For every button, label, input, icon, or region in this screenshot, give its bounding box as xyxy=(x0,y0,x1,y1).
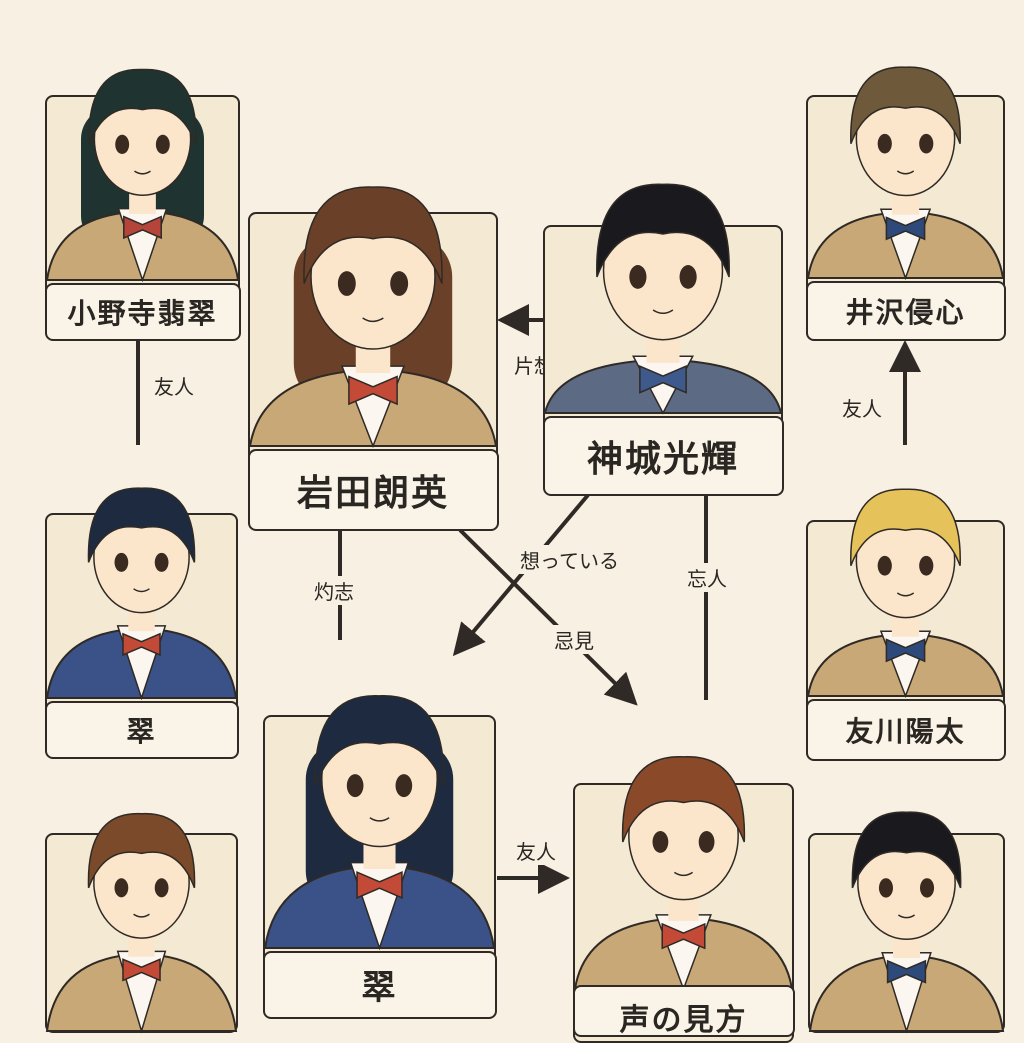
character-name: 翠 xyxy=(262,950,497,1019)
relation-label: 忘人 xyxy=(685,563,729,592)
mouth xyxy=(362,317,384,323)
eye xyxy=(919,555,934,576)
tie-icon xyxy=(356,871,403,899)
eye xyxy=(919,133,934,154)
character-card[interactable]: 岩田朗英 xyxy=(247,186,499,531)
character-card[interactable]: 声の見方 xyxy=(572,756,795,1043)
tie-icon xyxy=(639,364,687,394)
character-card[interactable]: 翠 xyxy=(44,487,239,759)
hair xyxy=(87,487,196,563)
tie-icon xyxy=(886,959,927,984)
tie-icon xyxy=(122,632,161,657)
mouth xyxy=(133,588,150,593)
eye xyxy=(114,878,129,898)
character-name: 神城光輝 xyxy=(542,415,784,496)
hair xyxy=(314,695,445,786)
portrait xyxy=(45,812,238,1034)
portrait xyxy=(543,183,783,415)
eye xyxy=(114,552,129,572)
portrait xyxy=(808,811,1005,1034)
character-card[interactable]: 小野寺翡翠 xyxy=(44,68,241,341)
portrait xyxy=(45,487,238,701)
eye xyxy=(878,878,893,898)
relation-label: 友人 xyxy=(840,393,884,422)
tie-icon xyxy=(348,375,398,406)
tie-icon xyxy=(885,216,926,241)
mouth xyxy=(897,914,916,919)
portrait xyxy=(263,695,496,951)
mouth xyxy=(673,871,694,877)
character-name: 小野寺翡翠 xyxy=(44,282,241,341)
eye xyxy=(679,265,697,289)
character-name: 声の見方 xyxy=(572,985,795,1038)
mouth xyxy=(652,309,674,315)
portrait xyxy=(806,66,1005,281)
eye xyxy=(652,831,669,853)
hair xyxy=(303,186,443,284)
character-name: 友川陽太 xyxy=(805,698,1006,761)
arrow-view xyxy=(458,528,638,706)
character-card[interactable]: 神城光輝 xyxy=(542,183,784,496)
hair xyxy=(850,66,961,144)
character-card[interactable]: 井沢侵心 xyxy=(805,66,1006,341)
character-name: 岩田朗英 xyxy=(247,448,499,531)
relation-label: 忌見 xyxy=(552,625,596,654)
character-card[interactable]: 友川陽太 xyxy=(805,488,1006,761)
mouth xyxy=(133,913,150,918)
character-card[interactable]: 翠 xyxy=(262,695,497,1019)
tie-icon xyxy=(661,922,706,950)
character-name: 井沢侵心 xyxy=(805,280,1006,341)
character-card[interactable] xyxy=(808,811,1005,1034)
portrait xyxy=(248,186,498,449)
eye xyxy=(920,878,935,898)
character-name: 翠 xyxy=(44,700,239,759)
hair xyxy=(87,812,196,889)
eye xyxy=(390,271,409,296)
hair xyxy=(596,183,730,278)
portrait xyxy=(45,68,240,283)
eye xyxy=(877,133,892,154)
relation-label: 想っている xyxy=(518,545,621,574)
portrait xyxy=(573,756,794,992)
eye xyxy=(154,552,169,572)
relation-label: 友人 xyxy=(514,836,558,865)
portrait xyxy=(806,488,1005,699)
eye xyxy=(629,265,647,289)
relation-label: 友人 xyxy=(152,371,196,400)
mouth xyxy=(896,170,915,175)
eye xyxy=(698,831,715,853)
eye xyxy=(337,271,356,296)
eye xyxy=(346,774,364,798)
hair xyxy=(851,811,962,889)
mouth xyxy=(369,817,390,822)
eye xyxy=(155,134,170,155)
tie-icon xyxy=(122,958,161,982)
hair xyxy=(621,756,746,843)
mouth xyxy=(896,592,915,597)
relation-label: 灼志 xyxy=(312,576,356,605)
eye xyxy=(877,555,892,576)
eye xyxy=(154,878,169,898)
hair xyxy=(850,488,961,567)
tie-icon xyxy=(885,638,926,663)
eye xyxy=(395,774,413,798)
tie-icon xyxy=(123,215,162,240)
hair xyxy=(88,68,197,145)
mouth xyxy=(134,170,151,175)
character-card[interactable] xyxy=(45,812,238,1034)
eye xyxy=(115,134,130,155)
